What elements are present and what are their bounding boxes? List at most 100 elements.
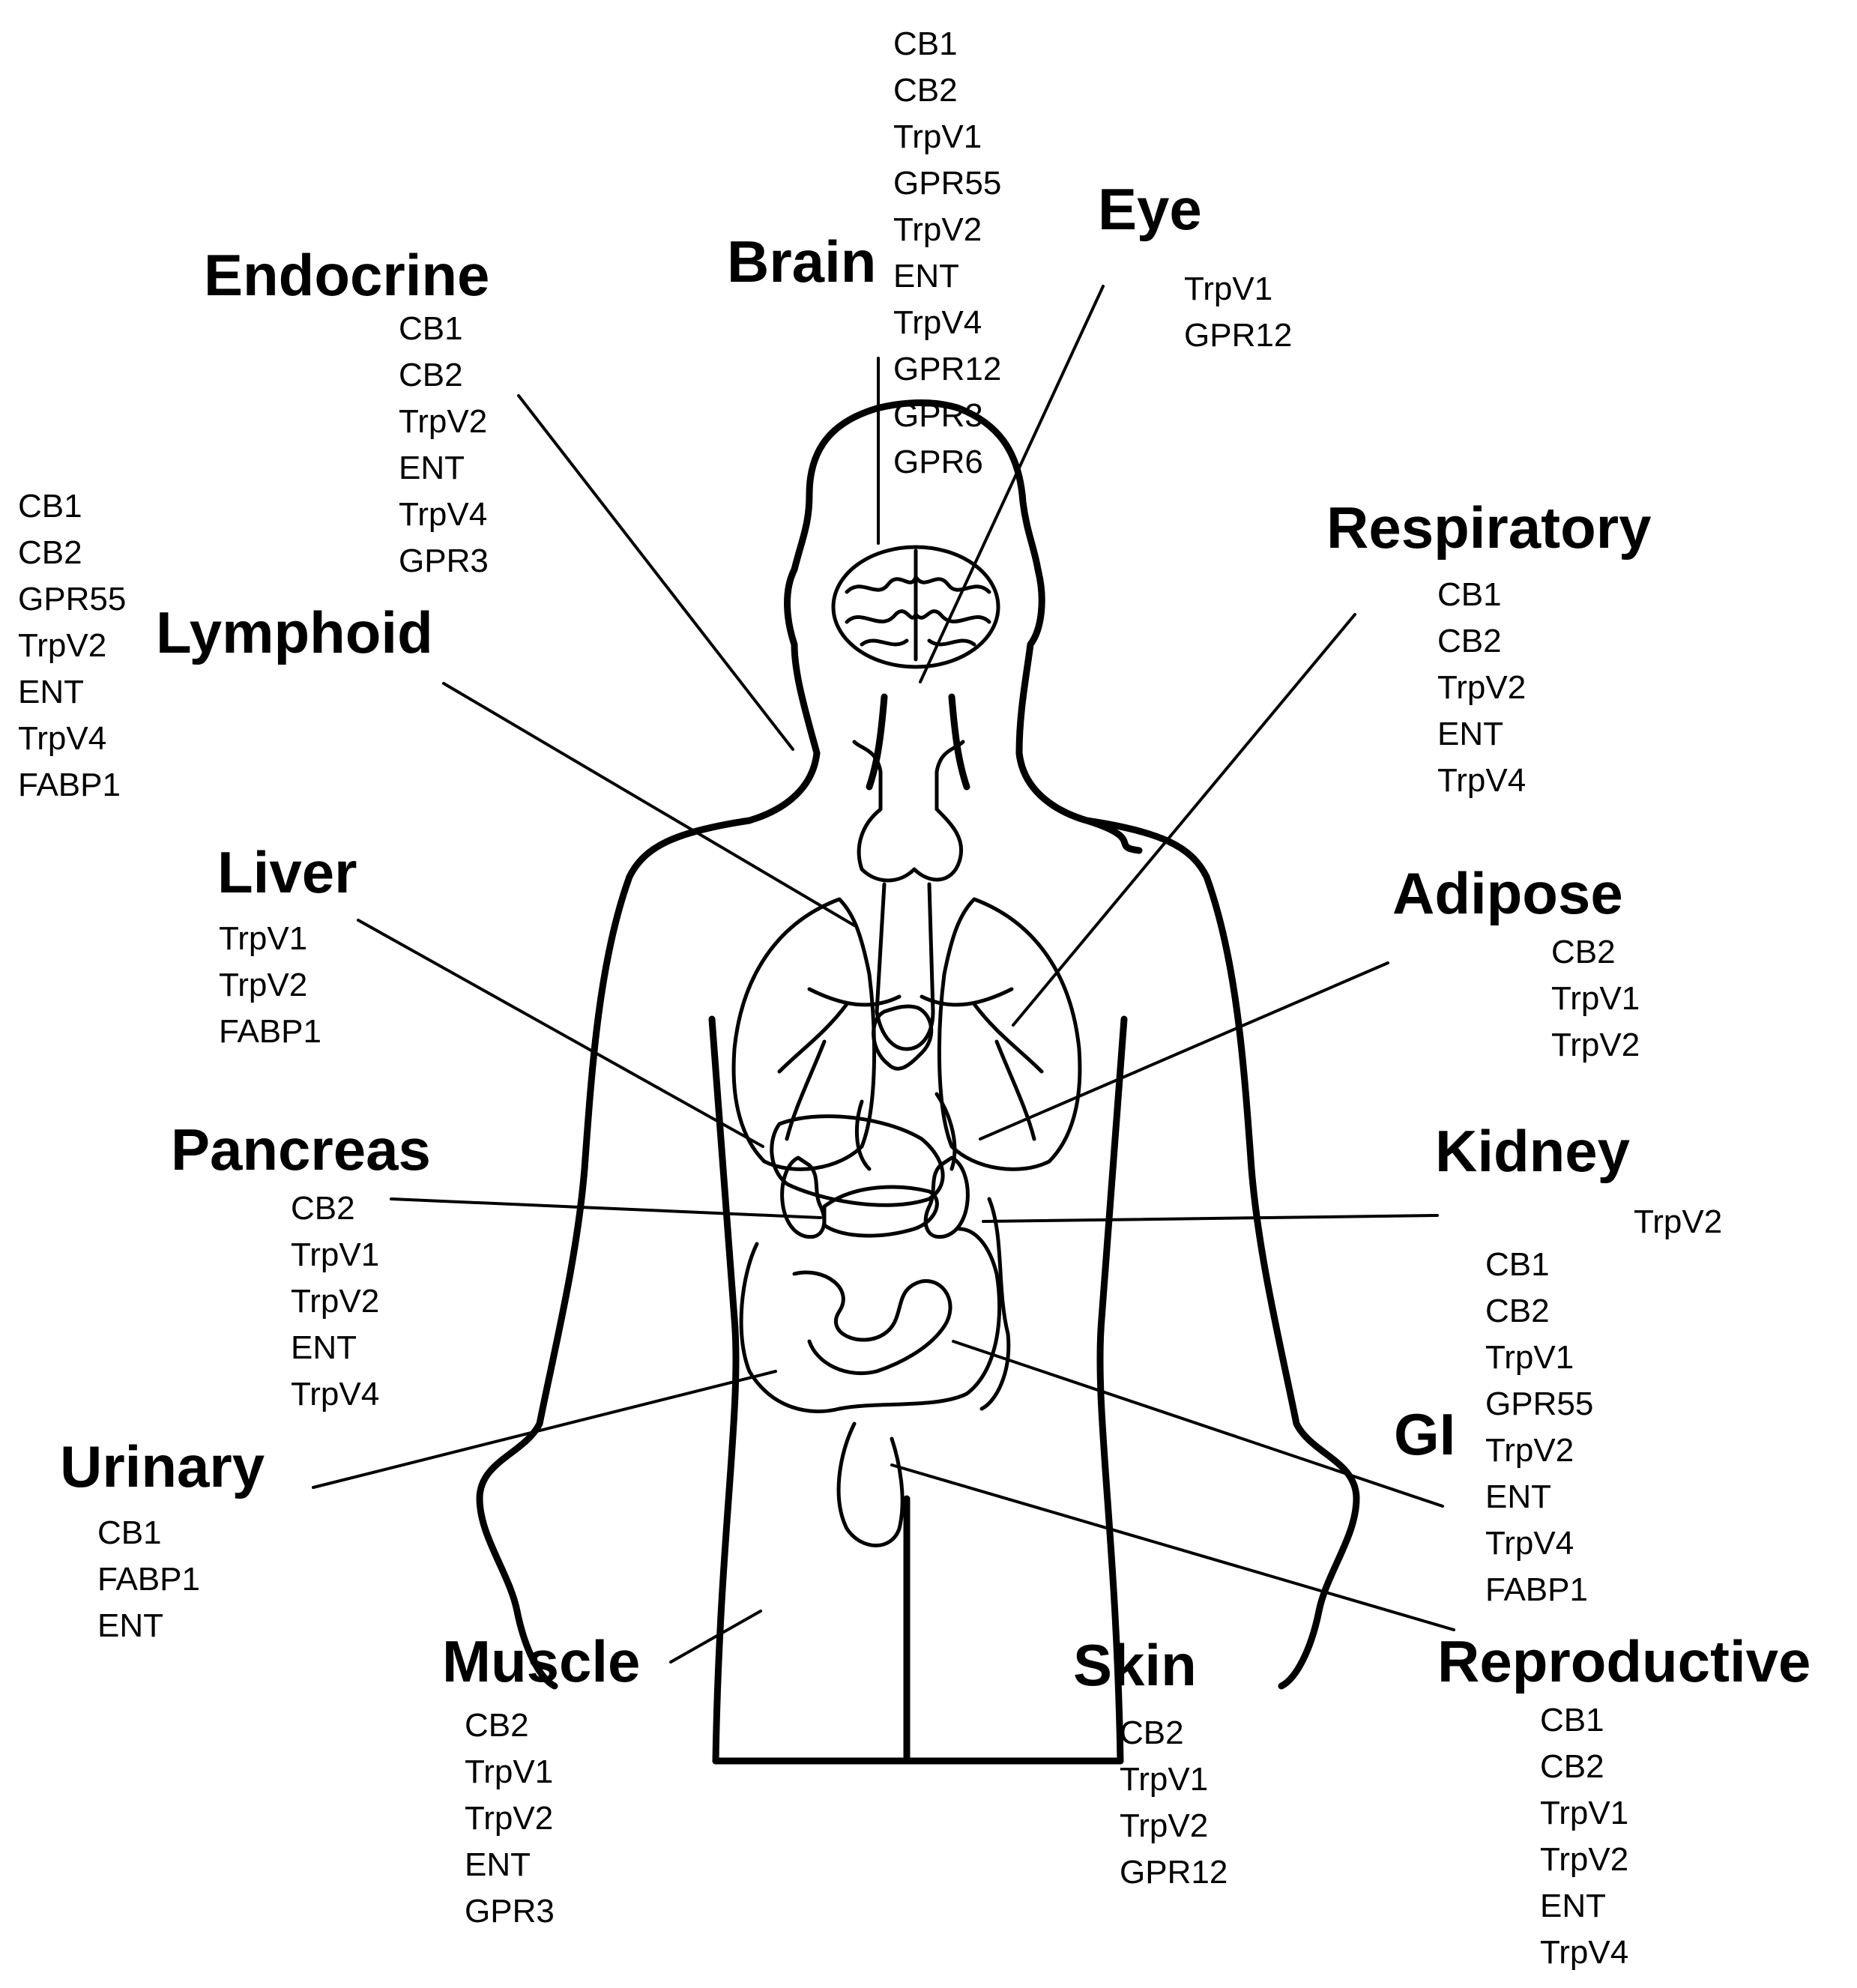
organ-lymphoid: Lymphoid (156, 603, 433, 662)
organ-urinary: Urinary (60, 1437, 265, 1496)
organ-kidney: Kidney (1435, 1122, 1630, 1180)
receptor-item: TrpV2 (465, 1800, 554, 1837)
receptor-item: TrpV1 (893, 118, 982, 155)
organ-title-endocrine: Endocrine (204, 242, 490, 308)
organ-title-lymphoid: Lymphoid (156, 599, 433, 665)
organ-endocrine: Endocrine (204, 246, 489, 304)
receptor-item: ENT (1540, 1888, 1606, 1924)
receptor-item: CB1 (893, 25, 958, 62)
receptor-item: ENT (18, 674, 84, 710)
receptor-item: TrpV1 (291, 1236, 380, 1273)
organ-muscle: Muscle (442, 1632, 640, 1691)
receptor-item: TrpV2 (1437, 669, 1527, 706)
receptor-item: CB2 (399, 357, 463, 393)
receptor-item: GPR55 (18, 581, 127, 617)
receptor-item: CB2 (1540, 1748, 1604, 1785)
receptor-item: TrpV1 (1485, 1339, 1574, 1376)
receptor-item: TrpV2 (219, 967, 308, 1003)
receptor-item: GPR3 (893, 397, 983, 434)
organ-title-skin: Skin (1073, 1632, 1197, 1698)
receptor-item: TrpV4 (291, 1376, 380, 1413)
receptor-item: TrpV1 (1120, 1761, 1209, 1798)
receptor-item: FABP1 (97, 1561, 200, 1598)
receptor-item: CB2 (1485, 1293, 1550, 1329)
receptor-item: FABP1 (219, 1013, 321, 1050)
receptor-item: ENT (97, 1607, 163, 1644)
receptor-item: CB2 (1437, 623, 1502, 659)
organ-title-reproductive: Reproductive (1437, 1628, 1811, 1694)
receptor-item: TrpV2 (18, 627, 107, 664)
receptor-item: FABP1 (18, 767, 121, 803)
receptor-item: CB2 (291, 1190, 355, 1227)
receptor-item: ENT (1485, 1478, 1551, 1515)
receptor-item: TrpV4 (18, 720, 107, 757)
organ-title-muscle: Muscle (442, 1628, 641, 1694)
receptor-item: ENT (1437, 716, 1503, 752)
receptor-item: TrpV2 (291, 1283, 380, 1320)
receptor-item: CB2 (1551, 934, 1616, 970)
organ-respiratory: Respiratory (1326, 498, 1652, 557)
organ-title-respiratory: Respiratory (1326, 495, 1652, 561)
receptor-item: TrpV1 (465, 1753, 554, 1790)
receptor-item: GPR12 (1184, 317, 1293, 354)
receptor-item: TrpV4 (1485, 1525, 1574, 1562)
receptor-item: TrpV2 (893, 211, 982, 248)
receptor-item: ENT (399, 450, 465, 486)
receptor-item: ENT (291, 1329, 357, 1366)
organ-title-eye: Eye (1098, 176, 1202, 242)
receptor-item: TrpV1 (1551, 980, 1640, 1017)
organ-reproductive: Reproductive (1437, 1632, 1811, 1691)
receptor-item: CB2 (18, 534, 82, 571)
receptor-item: ENT (465, 1846, 531, 1883)
receptor-item: TrpV2 (1485, 1432, 1574, 1469)
organ-title-adipose: Adipose (1392, 860, 1623, 926)
receptor-item: GPR55 (1485, 1386, 1594, 1422)
receptor-item: CB2 (465, 1707, 529, 1744)
receptor-item: GPR3 (399, 543, 489, 579)
receptor-item: GPR12 (893, 351, 1002, 387)
organ-adipose: Adipose (1392, 864, 1623, 922)
organ-title-gi: GI (1394, 1401, 1456, 1467)
receptor-item: CB1 (18, 488, 82, 525)
organ-title-urinary: Urinary (60, 1433, 265, 1499)
receptor-item: GPR12 (1120, 1854, 1228, 1891)
receptor-item: TrpV2 (1551, 1027, 1640, 1063)
receptor-item: TrpV2 (1540, 1841, 1629, 1878)
receptor-item: TrpV4 (1540, 1934, 1629, 1971)
liver-stomach-icon (770, 1092, 957, 1207)
receptor-item: TrpV2 (399, 403, 488, 440)
receptor-item: GPR6 (893, 444, 983, 480)
organ-pancreas: Pancreas (171, 1120, 431, 1179)
organ-skin: Skin (1073, 1636, 1197, 1694)
organ-title-pancreas: Pancreas (171, 1117, 431, 1182)
organ-title-liver: Liver (217, 839, 357, 905)
receptor-item: TrpV2 (1634, 1203, 1723, 1240)
receptor-item: CB1 (97, 1514, 162, 1551)
receptor-item: TrpV1 (219, 920, 308, 957)
receptor-item: CB2 (893, 72, 958, 109)
receptor-item: CB1 (1485, 1246, 1550, 1283)
pancreas-icon (822, 1185, 939, 1238)
receptor-item: GPR3 (465, 1893, 555, 1930)
receptor-item: CB1 (1437, 576, 1502, 613)
receptor-item: TrpV4 (893, 304, 982, 341)
lungs-icon (731, 897, 1082, 1171)
organ-title-kidney: Kidney (1435, 1118, 1631, 1184)
organ-eye: Eye (1098, 180, 1202, 238)
organ-gi: GI (1394, 1405, 1455, 1463)
body-outline (476, 399, 1360, 1765)
receptor-item: CB2 (1120, 1714, 1184, 1751)
receptor-item: GPR55 (893, 165, 1002, 202)
heart-icon (872, 1004, 934, 1071)
